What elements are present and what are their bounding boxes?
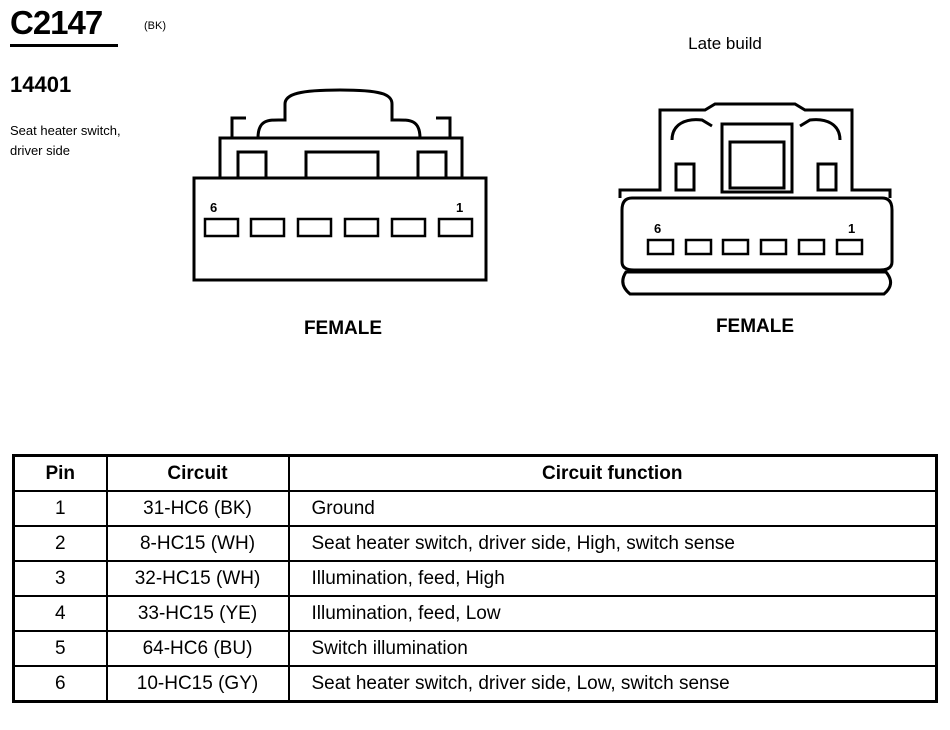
connector-left-window bbox=[236, 150, 268, 180]
table-row: 1 31-HC6 (BK) Ground bbox=[12, 490, 938, 527]
pin-table: Pin Circuit Circuit function 1 31-HC6 (B… bbox=[12, 454, 938, 703]
pin-number: 3 bbox=[12, 560, 108, 597]
circuit-code: 31-HC6 (BK) bbox=[105, 490, 290, 527]
pin-cavity bbox=[390, 217, 427, 238]
pin-cavity bbox=[721, 238, 750, 256]
late-connector-right-latch bbox=[799, 118, 842, 141]
circuit-function: Illumination, feed, High bbox=[287, 560, 938, 597]
part-description-line-1: Seat heater switch, bbox=[10, 123, 121, 138]
header-circuit: Circuit bbox=[105, 454, 290, 492]
pin-label-first: 6 bbox=[210, 200, 217, 215]
late-connector-gender-label: FEMALE bbox=[715, 316, 795, 337]
pin-number: 6 bbox=[12, 665, 108, 703]
connector-left-clip bbox=[230, 116, 246, 138]
late-connector-base-lip bbox=[621, 270, 892, 296]
circuit-code: 10-HC15 (GY) bbox=[105, 665, 290, 703]
late-connector-lock-inner bbox=[728, 140, 786, 190]
part-number: 14401 bbox=[10, 72, 72, 97]
table-row: 4 33-HC15 (YE) Illumination, feed, Low bbox=[12, 595, 938, 632]
late-connector-lock-outer bbox=[720, 122, 794, 194]
late-connector-left-latch bbox=[670, 118, 713, 141]
connector-right-window bbox=[416, 150, 448, 180]
connector-gender-label: FEMALE bbox=[303, 318, 383, 339]
pin-cavity bbox=[797, 238, 826, 256]
table-row: 2 8-HC15 (WH) Seat heater switch, driver… bbox=[12, 525, 938, 562]
circuit-code: 64-HC6 (BU) bbox=[105, 630, 290, 667]
connector-right-clip bbox=[436, 116, 452, 138]
circuit-code: 33-HC15 (YE) bbox=[105, 595, 290, 632]
connector-color-code: (BK) bbox=[144, 20, 166, 32]
pin-cavity bbox=[646, 238, 675, 256]
header-pin: Pin bbox=[12, 454, 108, 492]
pin-label-last: 1 bbox=[456, 200, 463, 215]
connector-face-body bbox=[192, 176, 488, 282]
part-description-line-2: driver side bbox=[10, 143, 70, 158]
pin-cavity bbox=[203, 217, 240, 238]
table-row: 5 64-HC6 (BU) Switch illumination bbox=[12, 630, 938, 667]
pin-cavity bbox=[835, 238, 864, 256]
pin-cavity bbox=[759, 238, 788, 256]
part-description: Seat heater switch, driver side bbox=[10, 121, 121, 161]
pin-cavity-row bbox=[203, 217, 474, 238]
late-connector-face-body bbox=[620, 196, 894, 272]
table-row: 6 10-HC15 (GY) Seat heater switch, drive… bbox=[12, 665, 938, 703]
table-header-row: Pin Circuit Circuit function bbox=[12, 454, 938, 492]
late-connector-left-window bbox=[674, 162, 696, 192]
circuit-code: 8-HC15 (WH) bbox=[105, 525, 290, 562]
pin-cavity bbox=[343, 217, 380, 238]
pin-cavity bbox=[684, 238, 713, 256]
late-connector-right-window bbox=[816, 162, 838, 192]
pin-cavity bbox=[249, 217, 286, 238]
late-pin-cavity-row bbox=[646, 238, 864, 256]
late-pin-label-first: 6 bbox=[654, 221, 661, 236]
pin-cavity bbox=[437, 217, 474, 238]
circuit-function: Seat heater switch, driver side, High, s… bbox=[287, 525, 938, 562]
pin-number: 1 bbox=[12, 490, 108, 527]
connector-face-standard bbox=[192, 88, 488, 282]
circuit-function: Ground bbox=[287, 490, 938, 527]
pin-number: 2 bbox=[12, 525, 108, 562]
header-function: Circuit function bbox=[287, 454, 938, 492]
connector-id: C2147 bbox=[10, 4, 103, 41]
connector-face-late bbox=[618, 102, 894, 296]
connector-latch-top bbox=[256, 88, 422, 139]
table-row: 3 32-HC15 (WH) Illumination, feed, High bbox=[12, 560, 938, 597]
circuit-function: Illumination, feed, Low bbox=[287, 595, 938, 632]
circuit-code: 32-HC15 (WH) bbox=[105, 560, 290, 597]
late-build-label: Late build bbox=[688, 34, 762, 53]
late-pin-label-last: 1 bbox=[848, 221, 855, 236]
connector-housing-upper bbox=[218, 136, 464, 178]
late-connector-upper-body bbox=[618, 102, 892, 198]
connector-center-window bbox=[304, 150, 380, 180]
pin-number: 5 bbox=[12, 630, 108, 667]
connector-id-underline bbox=[10, 44, 118, 47]
circuit-function: Switch illumination bbox=[287, 630, 938, 667]
circuit-function: Seat heater switch, driver side, Low, sw… bbox=[287, 665, 938, 703]
pin-cavity bbox=[296, 217, 333, 238]
pin-number: 4 bbox=[12, 595, 108, 632]
